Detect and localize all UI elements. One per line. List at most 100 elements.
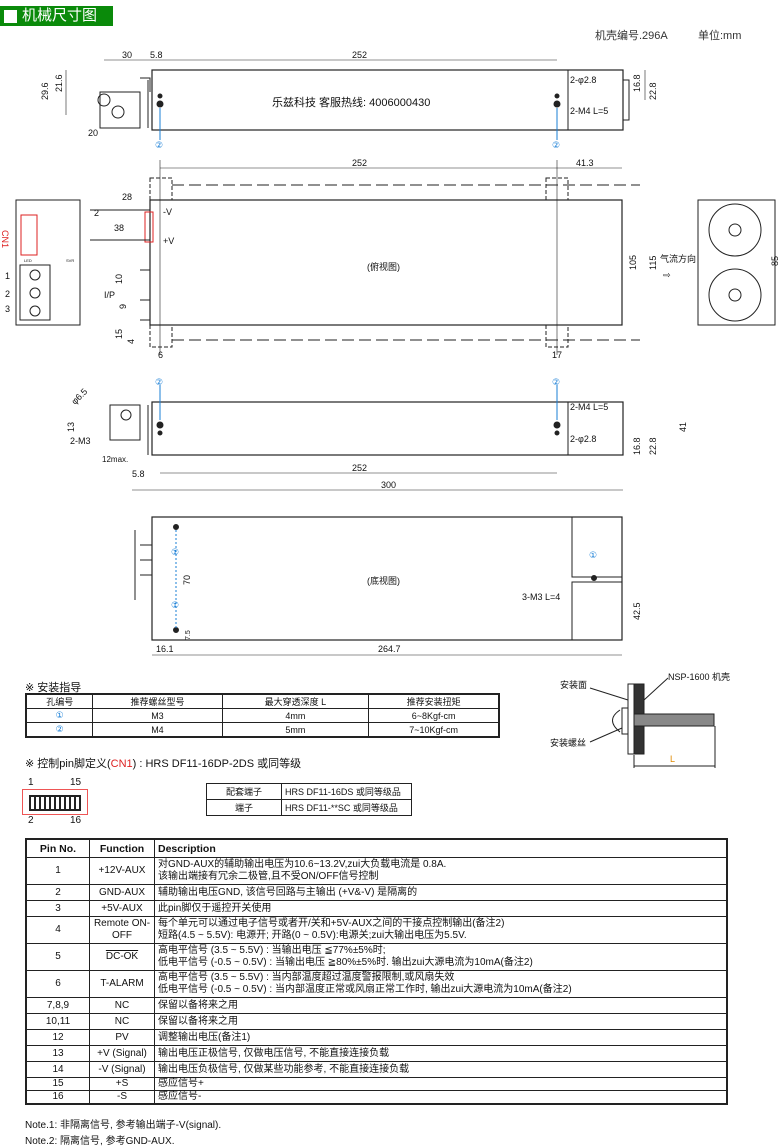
pin-function: GND-AUX <box>89 884 155 901</box>
pin-no: 15 <box>25 1077 90 1091</box>
dim-70: 70 <box>182 575 192 585</box>
airflow-label: 气流方向 <box>660 253 696 264</box>
dim-252: 252 <box>352 158 367 168</box>
hole-label: 2-φ2.8 <box>570 434 596 444</box>
cell: ① <box>25 708 94 723</box>
dim-42-5: 42.5 <box>632 602 642 620</box>
desc-line: 调整输出电压(备注1) <box>158 1031 251 1043</box>
col-header: 孔编号 <box>25 693 94 709</box>
dim-7-5: 7.5 <box>185 630 192 640</box>
pin-function: -V (Signal) <box>89 1061 155 1078</box>
hole-label: 3-M3 L=4 <box>522 592 560 602</box>
pin-function: NC <box>89 1013 155 1030</box>
marker-2: ② <box>552 377 560 387</box>
pin-function: +S <box>89 1077 155 1091</box>
pin-function: PV <box>89 1029 155 1046</box>
cell: 4mm <box>221 708 370 723</box>
cell: ② <box>25 722 94 738</box>
front-view: φ6.5 13 2-M3 12max. 5.8 252 300 16.8 22.… <box>66 377 688 491</box>
dim-20: 20 <box>88 128 98 138</box>
col-header: Description <box>154 838 728 858</box>
desc-line: 短路(4.5 ~ 5.5V): 电源开; 开路(0 ~ 0.5V):电源关;zu… <box>158 930 467 941</box>
desc-line: 辅助输出电压GND, 该信号回路与主输出 (+V&-V) 是隔离的 <box>158 886 418 898</box>
dim-30: 30 <box>122 50 132 60</box>
cell: HRS DF11-16DS 或同等级品 <box>281 783 412 800</box>
pin-description: 感应信号+ <box>154 1077 728 1091</box>
cell: 配套端子 <box>206 783 282 800</box>
dim-2: 2 <box>94 208 99 218</box>
dim-38: 38 <box>114 223 124 233</box>
pin-description: 此pin脚仅于遥控开关使用 <box>154 900 728 917</box>
col-header: Function <box>89 838 155 858</box>
install-diagram: 安装面 NSP-1600 机壳 安装螺丝 L <box>550 671 730 768</box>
dim-5-8: 5.8 <box>150 50 163 60</box>
dim-16-8: 16.8 <box>632 74 642 92</box>
dim-2-m3: 2-M3 <box>70 436 91 446</box>
marker-2: ② <box>155 140 163 150</box>
l-label: L <box>670 754 675 764</box>
desc-line: 对GND-AUX的辅助输出电压为10.6~13.2V,zui大负载电流是 0.8… <box>158 859 447 870</box>
pin-description: 辅助输出电压GND, 该信号回路与主输出 (+V&-V) 是隔离的 <box>154 884 728 901</box>
side-view: 30 5.8 252 29.6 21.6 20 16.8 22.8 2-φ2.8… <box>40 50 658 150</box>
pin-label: 1 <box>28 777 34 788</box>
dim-252: 252 <box>352 50 367 60</box>
dim-17: 17 <box>552 350 562 360</box>
dim-22-8: 22.8 <box>648 82 658 100</box>
pin-no: 4 <box>25 916 90 944</box>
cell: M4 <box>92 722 223 738</box>
dim-13: 13 <box>66 422 76 432</box>
col-header: 推荐螺丝型号 <box>92 693 223 709</box>
cell: 6~8Kgf-cm <box>368 708 500 723</box>
pin-function: T-ALARM <box>89 970 155 998</box>
bottom-view: 70 7.5 16.1 264.7 42.5 (底视图) 3-M3 L=4 ① … <box>134 516 642 656</box>
pin-no: 10,11 <box>25 1013 90 1030</box>
dim-4: 4 <box>126 339 136 344</box>
col-header: 推荐安装扭矩 <box>368 693 500 709</box>
dim-85: 85 <box>770 256 780 266</box>
desc-line: 低电平信号 (-0.5 ~ 0.5V) : 当输出电压 ≧80%±5%时. 输出… <box>158 957 533 968</box>
marker-2: ② <box>155 377 163 387</box>
text: CN1 <box>110 758 133 770</box>
pin-description: 保留以备将来之用 <box>154 1013 728 1030</box>
hole-label: 2-M4 L=5 <box>570 106 608 116</box>
unit-label: 单位:mm <box>698 30 742 42</box>
dim-252: 252 <box>352 463 367 473</box>
case-number: 机壳编号.296A <box>595 30 668 42</box>
led-label: LED <box>24 258 32 263</box>
top-view-label: (俯视图) <box>367 261 400 272</box>
cell: 5mm <box>221 722 370 738</box>
dim-5-8: 5.8 <box>132 469 145 479</box>
pin-description: 对GND-AUX的辅助输出电压为10.6~13.2V,zui大负载电流是 0.8… <box>154 857 728 885</box>
desc-line: 输出电压负极信号, 仅做某些功能参考, 不能直接连接负载 <box>158 1063 410 1075</box>
install-title: ※ 安装指导 <box>25 682 82 694</box>
pin-description: 输出电压负极信号, 仅做某些功能参考, 不能直接连接负载 <box>154 1061 728 1078</box>
table-row: 14-V (Signal)输出电压负极信号, 仅做某些功能参考, 不能直接连接负… <box>25 1061 728 1078</box>
dim-22-8: 22.8 <box>648 437 658 455</box>
cell: 端子 <box>206 799 282 816</box>
dim-15: 15 <box>114 329 124 339</box>
dim-phi-6-5: φ6.5 <box>69 386 89 406</box>
dim-6: 6 <box>158 350 163 360</box>
pin-no: 12 <box>25 1029 90 1046</box>
desc-line: 保留以备将来之用 <box>158 999 238 1011</box>
hole-label: 2-M4 L=5 <box>570 402 608 412</box>
pin-label: 15 <box>70 777 82 788</box>
svr-label: SVR <box>66 258 74 263</box>
text: ) : HRS DF11-16DP-2DS 或同等级 <box>132 758 302 770</box>
col-header: Pin No. <box>25 838 90 858</box>
plus-v-label: +V <box>163 236 174 246</box>
pin-function: +12V-AUX <box>89 857 155 885</box>
desc-line: 保留以备将来之用 <box>158 1015 238 1027</box>
